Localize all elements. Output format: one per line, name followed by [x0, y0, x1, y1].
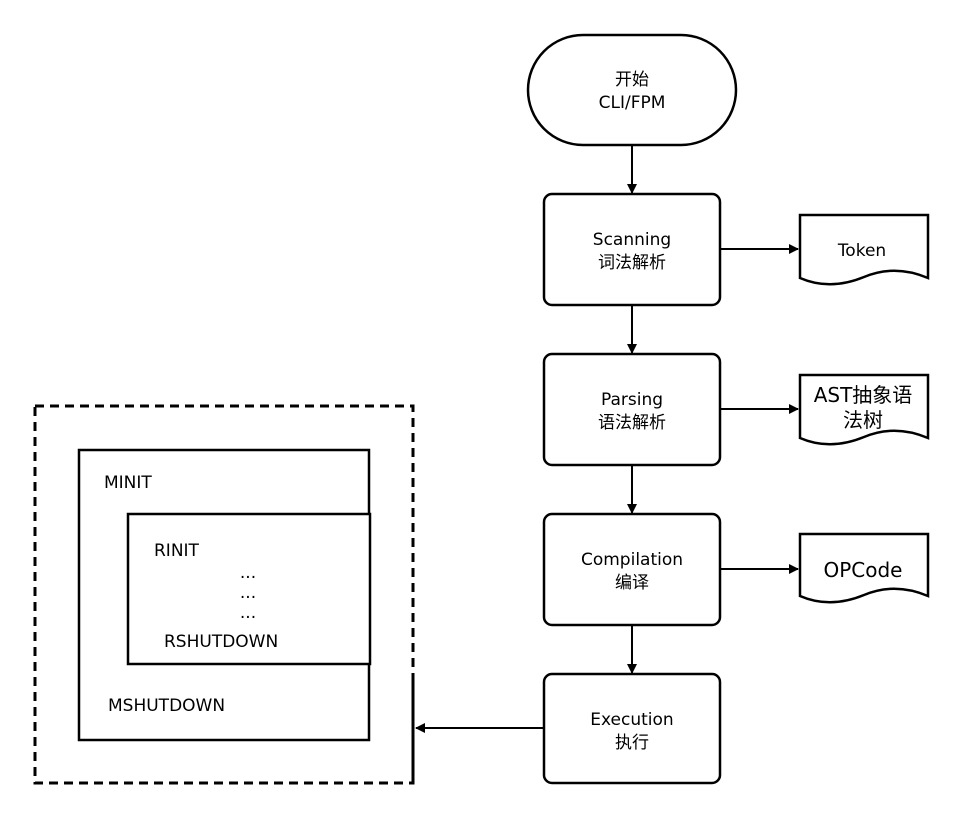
ellipsis-3: ...	[240, 603, 256, 623]
token-output: Token	[798, 213, 930, 286]
scanning-node: Scanning 词法解析	[542, 192, 722, 307]
scanning-sublabel: 词法解析	[598, 253, 666, 273]
opcode-label: OPCode	[823, 558, 902, 582]
compilation-sublabel: 编译	[615, 573, 649, 593]
execution-label: Execution	[590, 710, 673, 730]
scanning-label: Scanning	[593, 230, 671, 250]
parsing-node: Parsing 语法解析	[542, 352, 722, 467]
ast-label: AST抽象语	[814, 383, 913, 407]
opcode-output: OPCode	[798, 532, 930, 604]
execution-sublabel: 执行	[615, 733, 649, 753]
parsing-sublabel: 语法解析	[598, 413, 666, 433]
start-node: 开始 CLI/FPM	[526, 33, 738, 147]
parsing-label: Parsing	[601, 390, 663, 410]
compilation-node: Compilation 编译	[542, 512, 722, 627]
start-label: 开始	[615, 70, 649, 90]
rshutdown-label: RSHUTDOWN	[164, 632, 278, 652]
mshutdown-label: MSHUTDOWN	[108, 696, 225, 716]
ast-sublabel: 法树	[843, 408, 883, 432]
request-lifecycle-box: RINIT ... ... ... RSHUTDOWN	[126, 512, 372, 666]
ellipsis-1: ...	[240, 563, 256, 583]
token-label: Token	[837, 241, 886, 261]
rinit-label: RINIT	[154, 541, 200, 561]
lifecycle-container	[33, 404, 415, 785]
ellipsis-2: ...	[240, 583, 256, 603]
execution-node: Execution 执行	[542, 672, 722, 785]
minit-label: MINIT	[104, 473, 152, 493]
start-sublabel: CLI/FPM	[599, 93, 666, 113]
compilation-label: Compilation	[581, 550, 683, 570]
ast-output: AST抽象语 法树	[798, 373, 930, 446]
